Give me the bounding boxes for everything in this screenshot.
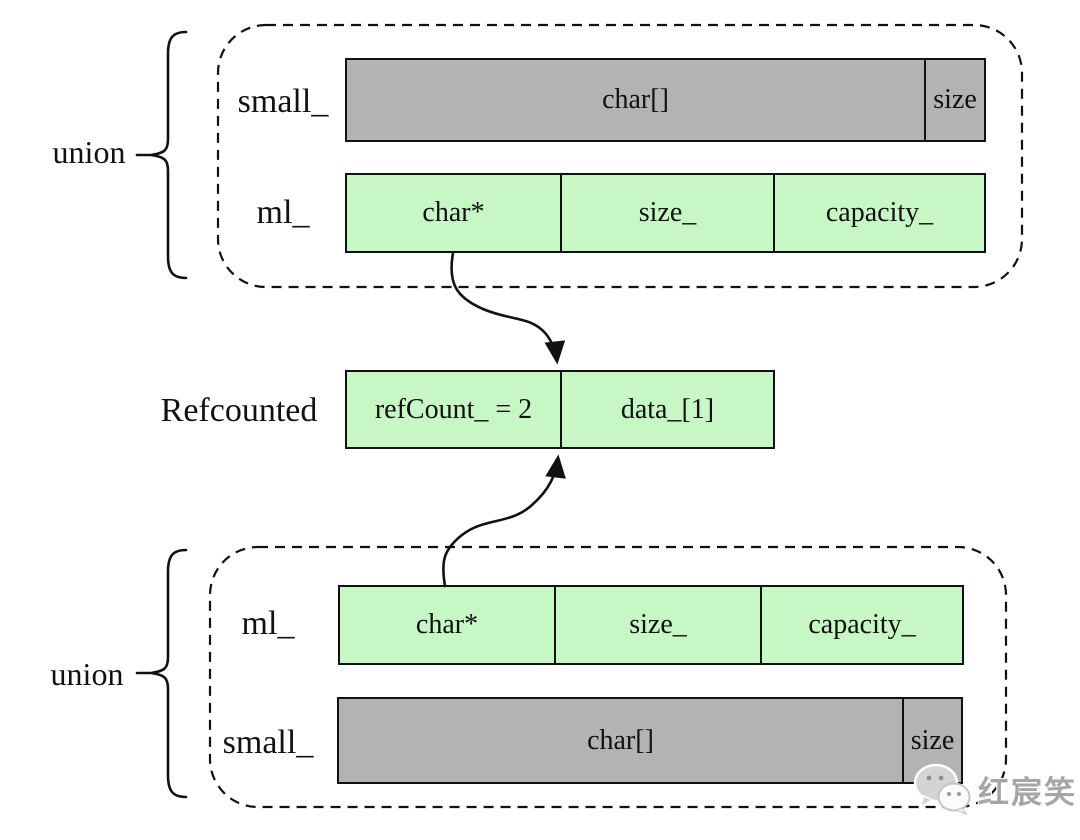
refcounted-label: Refcounted: [160, 392, 318, 429]
bottom-ml-bar: char* size_ capacity_: [338, 585, 964, 665]
top-ml-cell-capacity: capacity_: [773, 175, 984, 251]
top-charptr-to-refcounted-arrow: [450, 251, 566, 365]
bottom-ml-cell-charptr: char*: [415, 609, 479, 640]
top-ml-cell-charptr: char*: [422, 197, 485, 228]
top-union-label: union: [52, 134, 126, 170]
refcounted-cell-data: data_[1]: [560, 372, 773, 447]
bottom-small-cell-char-array: char[]: [587, 724, 654, 756]
top-small-cell-size: size: [924, 60, 984, 140]
wechat-logo-icon: [913, 763, 971, 815]
top-ml-bar: char* size_ capacity_: [345, 173, 986, 253]
bottom-union-label: union: [50, 656, 124, 692]
bottom-small-bar: char[] size: [337, 697, 963, 784]
top-small-bar: char[] size: [345, 58, 986, 142]
bottom-charptr-to-refcounted-arrow: [441, 454, 566, 588]
watermark: 红宸笑: [912, 763, 1077, 815]
bottom-ml-cell-size: size_: [554, 587, 760, 663]
refcounted-cell-refcount: refCount_ = 2: [374, 393, 533, 425]
top-ml-cell-size: size_: [560, 175, 773, 251]
bottom-ml-cell-capacity: capacity_: [760, 587, 962, 663]
watermark-text: 红宸笑: [978, 774, 1077, 811]
refcounted-bar: refCount_ = 2 data_[1]: [345, 370, 775, 449]
top-small-cell-char-array: char[]: [602, 84, 669, 115]
